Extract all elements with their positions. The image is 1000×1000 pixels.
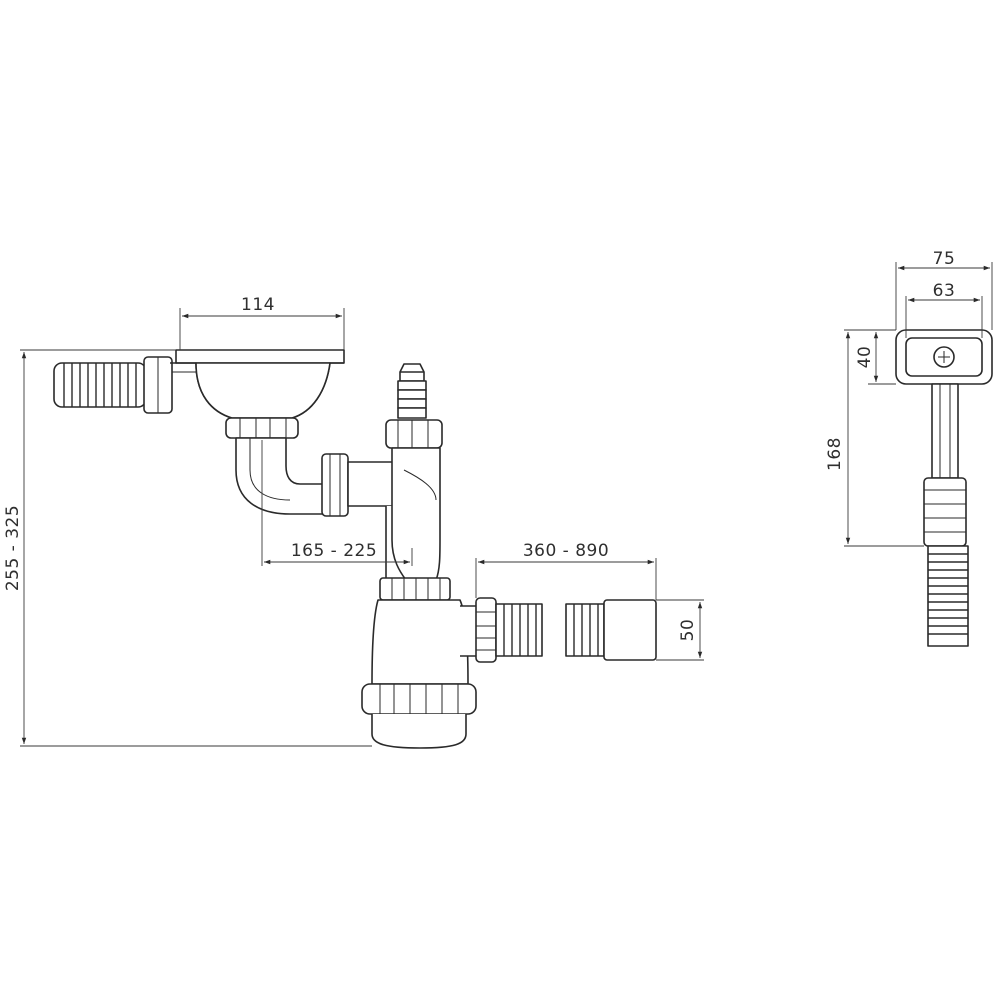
- dim-label-overall-height: 255 - 325: [3, 505, 23, 591]
- dimension-lines: [20, 262, 993, 747]
- elbow-pipe: [235, 437, 327, 515]
- dim-label-overflow-height: 40: [855, 346, 875, 369]
- dimension-labels: 255 - 325 114 165 - 225 360 - 890 50 75 …: [3, 249, 955, 641]
- siphon-assembly: [53, 349, 657, 749]
- sink-strainer: [170, 349, 345, 439]
- dim-label-overflow-outer-width: 75: [933, 249, 956, 269]
- overflow-hose-corrugated: [53, 356, 173, 414]
- dim-label-pipe-offset: 165 - 225: [291, 541, 377, 561]
- dim-label-hose-length: 360 - 890: [523, 541, 609, 561]
- outlet-connector: [460, 597, 543, 663]
- drain-hose-end: [565, 599, 657, 661]
- dim-label-strainer-width: 114: [241, 295, 275, 315]
- dim-label-outlet-diameter: 50: [678, 619, 698, 642]
- dim-label-overflow-inner-width: 63: [933, 281, 956, 301]
- bottle-trap: [361, 577, 477, 749]
- appliance-inlet-pipe: [385, 363, 443, 581]
- overflow-unit: [895, 329, 993, 647]
- dim-label-overflow-total-height: 168: [825, 437, 845, 471]
